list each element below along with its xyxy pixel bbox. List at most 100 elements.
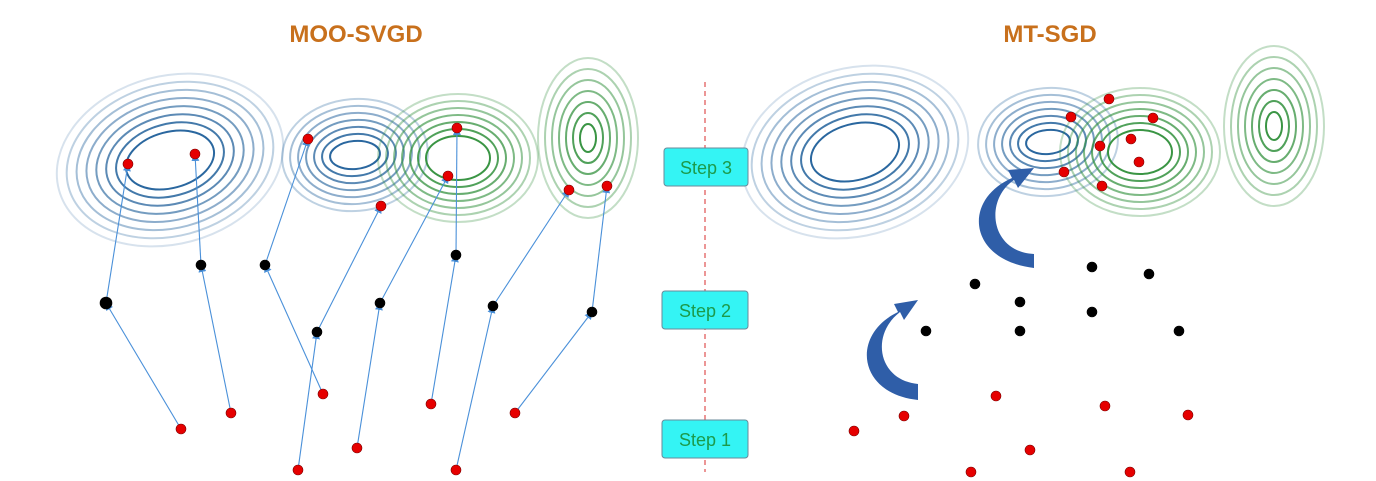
contour-left-0-7	[55, 72, 285, 248]
trajectory-arrow-1-1	[191, 153, 202, 266]
right-step1-red-dot	[1124, 466, 1136, 478]
contour-right-1-2	[1009, 114, 1087, 170]
contour-right-3-5	[1230, 56, 1318, 196]
contour-plot-left	[55, 57, 639, 248]
contour-left-2-0	[425, 135, 491, 181]
step-1-box: Step 1	[661, 419, 749, 459]
contour-right-3-1	[1258, 100, 1290, 152]
contour-right-0-4	[770, 89, 940, 215]
contour-right-3-3	[1244, 78, 1304, 174]
contour-right-0-5	[760, 80, 950, 224]
right-step1-red-dot	[990, 390, 1002, 402]
trajectory-arrow-5-0	[430, 254, 459, 405]
trajectory-arrow-3-1	[316, 205, 382, 333]
contour-right-3-0	[1265, 111, 1283, 141]
right-step2-black-dot	[1143, 268, 1155, 280]
contour-right-1-4	[993, 100, 1103, 184]
left-panel-title: MOO-SVGD	[289, 21, 422, 48]
left-step1-red-dot	[175, 423, 187, 435]
right-step2-black-dot	[1173, 325, 1185, 337]
contour-right-0-6	[750, 72, 960, 232]
trajectory-arrow-5-1	[452, 127, 461, 256]
left-step2-black-dot	[450, 249, 462, 261]
left-step2-black-dot	[99, 296, 113, 310]
right-step3-red-dot	[1096, 180, 1108, 192]
left-step1-red-dot	[351, 442, 363, 454]
left-step1-red-dot	[509, 407, 521, 419]
left-step2-black-dot	[259, 259, 271, 271]
contour-left-3-0	[579, 123, 597, 153]
trajectory-arrow-1-0	[198, 264, 232, 414]
contour-right-1-5	[985, 93, 1111, 191]
contour-left-2-5	[385, 100, 531, 216]
step-2-box: Step 2	[661, 290, 749, 330]
contour-right-1-3	[1001, 107, 1095, 177]
contour-left-1-0	[329, 139, 381, 171]
left-step1-red-dot	[292, 464, 304, 476]
contour-left-3-5	[544, 68, 632, 208]
trajectory-arrow-7-0	[514, 311, 593, 414]
contour-left-3-3	[558, 90, 618, 186]
left-step1-red-dot	[225, 407, 237, 419]
right-step2-black-dot	[1086, 261, 1098, 273]
left-step3-red-dot	[601, 180, 613, 192]
contour-left-3-4	[551, 79, 625, 197]
left-step1-red-dot	[317, 388, 329, 400]
contour-left-0-5	[75, 88, 265, 232]
right-panel-title: MT-SGD	[1003, 21, 1096, 48]
contour-left-2-3	[401, 114, 515, 202]
trajectory-arrow-7-1	[591, 185, 611, 313]
contour-left-0-4	[85, 97, 255, 223]
right-step2-black-dot	[1086, 306, 1098, 318]
right-step3-red-dot	[1103, 93, 1115, 105]
left-step3-red-dot	[302, 133, 314, 145]
step-2-label: Step 2	[679, 301, 731, 321]
contour-right-3-4	[1237, 67, 1311, 185]
left-step2-black-dot	[374, 297, 386, 309]
contour-right-0-0	[809, 121, 901, 183]
contour-left-0-0	[124, 129, 216, 191]
right-step2-black-dot	[1014, 296, 1026, 308]
right-step3-red-dot	[1125, 133, 1137, 145]
right-step1-red-dot	[1182, 409, 1194, 421]
contour-right-2-5	[1067, 94, 1213, 210]
right-step1-red-dot	[1024, 444, 1036, 456]
trajectory-arrow-3-0	[297, 331, 321, 471]
contour-right-0-1	[800, 113, 910, 191]
right-step2-black-dot	[1014, 325, 1026, 337]
right-step3-red-dot	[1133, 156, 1145, 168]
contour-left-1-2	[313, 125, 397, 185]
left-step2-black-dot	[311, 326, 323, 338]
left-step3-red-dot	[375, 200, 387, 212]
right-step1-red-dot	[965, 466, 977, 478]
contour-left-2-6	[377, 93, 539, 223]
left-step1-red-dot	[425, 398, 437, 410]
particle-dots	[99, 93, 1194, 478]
contour-right-2-6	[1059, 87, 1221, 217]
contour-right-2-1	[1099, 122, 1181, 182]
curved-arrow-lower	[866, 300, 918, 400]
step-1-label: Step 1	[679, 430, 731, 450]
trajectory-arrow-0-0	[105, 302, 182, 430]
contour-left-2-1	[417, 128, 499, 188]
step-3-box: Step 3	[663, 147, 749, 187]
trajectory-arrow-2-0	[264, 264, 324, 395]
contour-right-2-0	[1107, 129, 1173, 175]
particle-trajectories	[105, 127, 611, 471]
contour-left-0-1	[115, 121, 225, 199]
right-step3-red-dot	[1058, 166, 1070, 178]
contour-plot-right	[740, 45, 1325, 240]
contour-left-1-3	[305, 118, 405, 192]
left-step3-red-dot	[563, 184, 575, 196]
right-step3-red-dot	[1094, 140, 1106, 152]
right-step1-red-dot	[898, 410, 910, 422]
contour-right-2-2	[1091, 115, 1189, 189]
contour-left-2-4	[393, 107, 523, 209]
contour-left-3-2	[565, 101, 611, 175]
left-step2-black-dot	[195, 259, 207, 271]
contour-right-0-3	[780, 97, 930, 207]
trajectory-arrow-4-1	[379, 175, 449, 304]
left-step3-red-dot	[451, 122, 463, 134]
contour-right-0-2	[790, 105, 920, 199]
